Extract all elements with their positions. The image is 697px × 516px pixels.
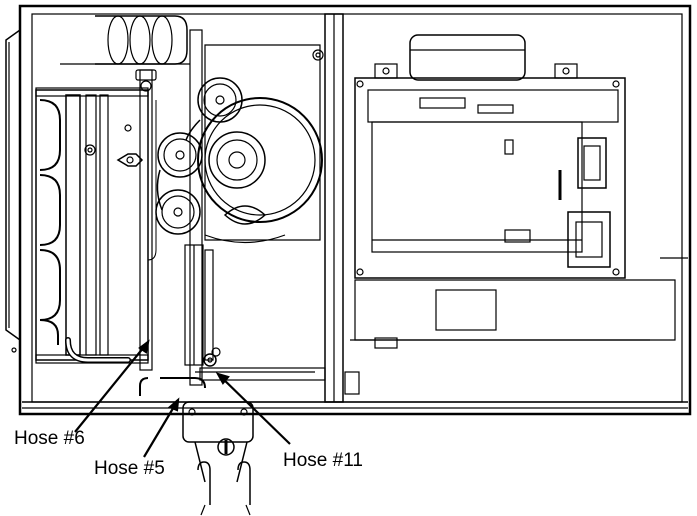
control-box bbox=[354, 34, 626, 279]
callout-hose-11: Hose #11 bbox=[283, 450, 363, 471]
flue-pipe bbox=[60, 15, 190, 65]
leader-hose-11 bbox=[217, 373, 291, 445]
vent-tube bbox=[116, 69, 157, 371]
heat-exchanger bbox=[35, 87, 149, 364]
callout-hose-5: Hose #5 bbox=[94, 458, 165, 479]
pressure-switches bbox=[155, 77, 243, 235]
leader-hose-5-arrow bbox=[167, 397, 180, 412]
cabinet-frame bbox=[5, 4, 692, 416]
lower-hose-channel bbox=[139, 244, 326, 396]
divider-panels bbox=[189, 13, 344, 403]
callout-leaders bbox=[74, 339, 291, 458]
callout-hose-6: Hose #6 bbox=[14, 428, 85, 449]
leader-hose-5 bbox=[143, 399, 179, 458]
leader-hose-6-arrow bbox=[138, 339, 150, 354]
leader-hose-6 bbox=[74, 341, 149, 433]
lower-right-panel bbox=[344, 257, 688, 395]
leader-hose-11-arrow bbox=[215, 372, 230, 385]
drain-trap bbox=[182, 401, 254, 516]
inducer-blower bbox=[197, 44, 324, 244]
